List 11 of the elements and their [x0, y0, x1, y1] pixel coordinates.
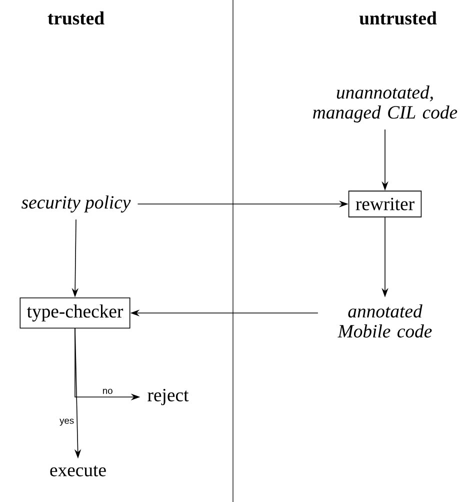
node-text: execute — [50, 466, 106, 476]
process-box: type-checker — [20, 297, 130, 329]
process-box: rewriter — [348, 190, 422, 218]
node-text: annotated Mobile code — [338, 304, 432, 338]
edge-label: yes — [60, 418, 74, 426]
node-text: security policy — [22, 196, 131, 212]
column-heading: trusted — [48, 11, 104, 25]
edge-label: no — [103, 388, 112, 394]
node-text: unannotated, managed CIL code — [313, 86, 458, 122]
column-heading: untrusted — [359, 11, 437, 25]
node-text: reject — [148, 388, 189, 406]
